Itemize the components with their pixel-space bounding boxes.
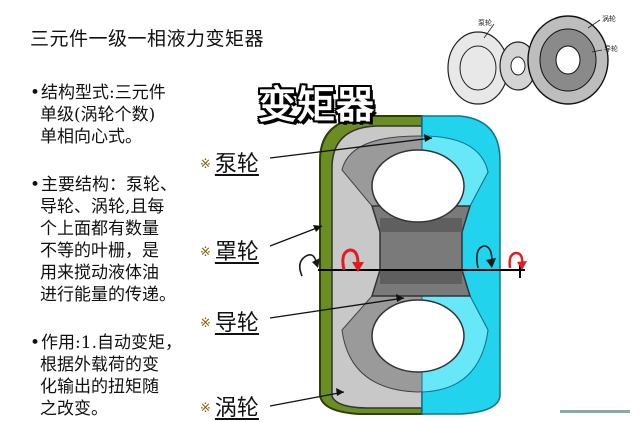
label-cover-text: 罩轮: [214, 240, 259, 265]
label-cover-marker: ※: [200, 245, 211, 260]
label-turbine-marker: ※: [200, 401, 211, 416]
bullet-structure-type-first: 结构型式:三元件: [30, 82, 216, 104]
bullet-structure-type: 结构型式:三元件 单级(涡轮个数) 单相向心式。: [30, 82, 216, 148]
thumb-pump-inner: [459, 45, 497, 91]
thumb-label-pump: 泵轮: [478, 19, 492, 27]
thumb-label-stator: 导轮: [604, 45, 618, 53]
thumb-leader-pump: [483, 23, 495, 39]
leader-cover-head: [313, 225, 322, 232]
thumb-leader-turbine: [587, 19, 601, 29]
diagram-heading: 变矩器: [258, 83, 376, 127]
rotation-arrow-turbine: [341, 248, 360, 271]
flow-hole-upper: [371, 149, 465, 223]
label-pump: ※泵轮: [200, 146, 259, 178]
exploded-view-thumbnail: [447, 15, 609, 105]
label-cover: ※罩轮: [200, 234, 259, 266]
leader-turbine: [269, 391, 345, 407]
thumb-leader-stator: [591, 49, 603, 53]
rotation-arrow-housing-head: [312, 258, 320, 268]
leader-stator: [269, 297, 405, 319]
bullet-structure-type-rest: 单级(涡轮个数) 单相向心式。: [40, 105, 156, 147]
leader-stator-head: [396, 294, 404, 302]
leader-pump: [269, 137, 433, 159]
rotation-arrow-pump-head: [486, 258, 496, 268]
label-turbine-text: 涡轮: [214, 396, 259, 421]
leader-cover: [269, 225, 323, 247]
rotation-arrow-turbine-head: [352, 262, 364, 272]
bullet-function: 作用:1.自动变矩， 根据外载荷的变 化输出的扭矩随 之改变。: [30, 332, 216, 420]
stator-lower-band: [380, 270, 462, 284]
label-stator-text: 导轮: [214, 311, 259, 336]
label-pump-marker: ※: [200, 157, 211, 172]
slide-title: 三元件一级一相液力变矩器: [30, 28, 265, 50]
bullet-main-structure: 主要结构：泵轮、 导轮、涡轮,且每 个上面都有数量 不等的叶栅，是 用来搅动液体…: [30, 174, 216, 306]
leader-turbine-head: [336, 388, 344, 396]
label-turbine: ※涡轮: [200, 390, 259, 422]
rotation-arrow-output: [508, 251, 524, 269]
thumb-pump-disc: [447, 31, 509, 105]
rotation-arrow-output-head: [517, 261, 527, 270]
footer-watermark-bar: [560, 410, 630, 413]
leader-pump-head: [424, 134, 432, 142]
label-stator: ※导轮: [200, 305, 259, 337]
thumb-turbine-hub: [555, 45, 581, 75]
bullet-main-structure-first: 主要结构：泵轮、: [30, 174, 216, 196]
stator-upper-band: [380, 218, 462, 232]
bullet-function-first: 作用:1.自动变矩，: [30, 332, 216, 354]
flow-hole-lower: [371, 299, 465, 373]
thumb-label-turbine: 涡轮: [602, 15, 616, 23]
rotation-arrow-pump: [476, 245, 493, 269]
bullet-main-structure-rest: 导轮、涡轮,且每 个上面都有数量 不等的叶栅，是 用来搅动液体油 进行能量的传递…: [40, 197, 176, 305]
label-stator-marker: ※: [200, 316, 211, 331]
bullet-function-rest: 根据外载荷的变 化输出的扭矩随 之改变。: [40, 355, 159, 419]
label-pump-text: 泵轮: [214, 152, 259, 177]
thumb-stator-hub: [510, 56, 526, 76]
rotation-arrow-housing: [298, 254, 317, 277]
